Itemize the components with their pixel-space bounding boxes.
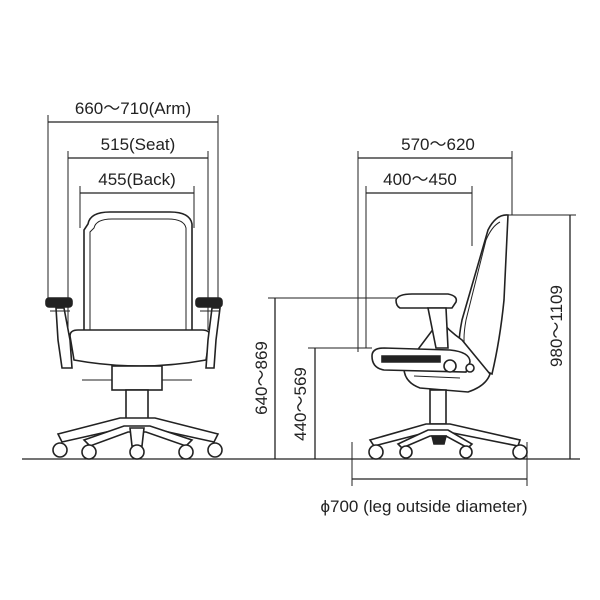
front-view-chair bbox=[45, 211, 223, 460]
front-base bbox=[56, 417, 220, 443]
leg-diameter-label: ϕ700 (leg outside diameter) bbox=[320, 497, 527, 516]
arm-height-label: 640～869 bbox=[252, 341, 271, 415]
side-view-chair bbox=[368, 214, 528, 460]
side-caster bbox=[512, 444, 528, 460]
arm-width-label: 660～710(Arm) bbox=[75, 99, 191, 118]
front-caster bbox=[207, 442, 223, 458]
side-arm-pad bbox=[395, 293, 458, 309]
side-arm-support bbox=[427, 307, 449, 349]
front-mechanism bbox=[111, 365, 163, 391]
front-seat bbox=[69, 329, 211, 367]
overall-height-label: 980～1109 bbox=[547, 285, 566, 367]
front-left-arm-support bbox=[55, 307, 73, 369]
front-left-arm-pad bbox=[45, 297, 73, 308]
seat-width-label: 515(Seat) bbox=[101, 135, 176, 154]
side-caster bbox=[459, 445, 473, 459]
overall-depth-label: 570～620 bbox=[401, 135, 475, 154]
front-caster bbox=[52, 442, 68, 458]
front-caster bbox=[81, 444, 97, 460]
seat-height-label: 440～569 bbox=[291, 367, 310, 441]
side-dimensions bbox=[268, 151, 576, 486]
side-caster bbox=[399, 445, 413, 459]
front-right-arm-support bbox=[205, 307, 221, 369]
back-width-label: 455(Back) bbox=[98, 170, 175, 189]
front-gas-cylinder bbox=[125, 389, 149, 421]
front-backrest bbox=[83, 211, 193, 336]
side-gas-cylinder bbox=[429, 389, 447, 425]
front-right-arm-pad bbox=[195, 297, 223, 308]
seat-depth-label: 400～450 bbox=[383, 170, 457, 189]
front-caster bbox=[178, 444, 194, 460]
side-caster bbox=[368, 444, 384, 460]
front-dimensions bbox=[47, 115, 219, 330]
front-caster bbox=[129, 444, 145, 460]
